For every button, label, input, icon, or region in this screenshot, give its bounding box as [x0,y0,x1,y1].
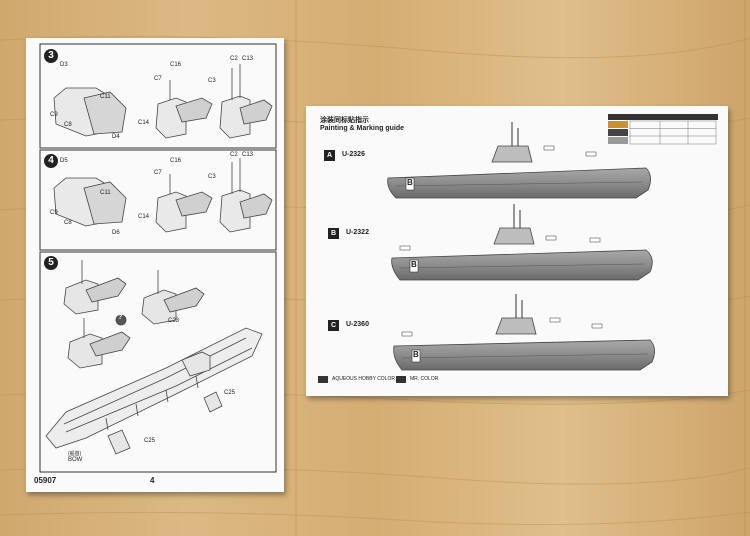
hull-marking-c: B [413,350,419,359]
part-label: D3 [60,62,68,68]
help-mark: ? [118,314,123,321]
part-label: C14 [138,120,150,126]
profile-letter-a: A [324,150,335,161]
part-label: C3 [208,78,216,84]
part-label: C8 [64,122,72,128]
step-3-number: 3 [44,49,58,63]
guide-title: Painting & Marking guide [320,125,405,132]
instruction-sheet: 3 4 5 D3 C11 C9 C8 D4 C16 C7 C14 C2 C13 … [26,38,284,492]
footer-right: MR. COLOR [410,376,439,382]
part-label: C16 [170,62,182,68]
hull-marking-b: B [411,260,417,269]
submarine-profile-b [391,204,653,281]
part-label: C13 [242,56,254,62]
part-label: C9 [50,210,58,216]
kit-number: 05907 [34,476,57,485]
part-label: C11 [100,190,111,196]
guide-title-cn: 涂装同标贴指示 [320,117,369,124]
footer-color-key-a [318,376,328,383]
submarine-profile-c [393,294,655,371]
footer-left: AQUEOUS HOBBY COLOR [332,376,395,382]
part-label: D4 [112,134,120,140]
profile-name-a: U-2326 [342,151,365,158]
painting-guide-sheet: 涂装同标贴指示 Painting & Marking guide A U-232… [306,106,728,396]
part-label: C2 [230,152,238,158]
hull-marking-a: B [407,178,413,187]
part-label: C2 [230,56,238,62]
part-label: C9 [50,112,58,118]
page-number: 4 [150,476,155,485]
part-label: C25 [224,390,236,396]
bow-label-cn: (船首) [68,451,82,457]
profile-name-b: U-2322 [346,229,369,236]
step-4-number: 4 [44,154,58,168]
profile-letter-c: C [328,320,339,331]
instruction-diagram [39,43,277,473]
part-label: C3 [208,174,216,180]
submarine-profile-a [387,122,651,199]
part-label: C23 [168,318,180,324]
part-label: D5 [60,158,68,164]
part-label: D6 [112,230,120,236]
profile-name-c: U-2360 [346,321,369,328]
part-label: C25 [144,438,156,444]
part-label: C11 [100,94,111,100]
part-label: C14 [138,214,150,220]
profile-letter-b: B [328,228,339,239]
submarine-profiles [387,122,655,371]
footer-color-key-b [396,376,406,383]
part-label: C7 [154,170,162,176]
part-label: C16 [170,158,182,164]
color-chart [608,114,718,145]
part-label: C13 [242,152,254,158]
bow-label: BOW [68,457,83,463]
part-label: C7 [154,76,162,82]
part-label: C8 [64,220,72,226]
step-5-number: 5 [44,256,58,270]
